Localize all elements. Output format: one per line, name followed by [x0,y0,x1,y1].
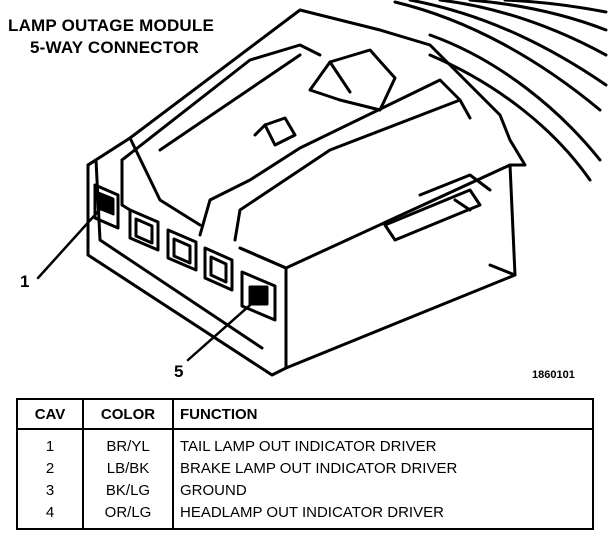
cavity-4 [203,246,234,292]
header-cav: CAV [17,399,84,430]
cavity-3 [166,228,198,272]
header-color: COLOR [83,399,174,430]
table-row: 1 BR/YL TAIL LAMP OUT INDICATOR DRIVER [17,429,593,458]
cell-function: GROUND [180,482,247,499]
diagram-subtitle: 5-WAY CONNECTOR [30,38,199,57]
cell-color: OR/LG [83,502,174,529]
table-header-row: CAV COLOR FUNCTION [17,399,593,430]
cell-function: TAIL LAMP OUT INDICATOR DRIVER [180,438,437,455]
connector-body [86,8,527,377]
cell-function: BRAKE LAMP OUT INDICATOR DRIVER [180,460,458,477]
cavity-2 [128,208,160,252]
table-row: 2 LB/BK BRAKE LAMP OUT INDICATOR DRIVER [17,458,593,480]
table-row: 4 OR/LG HEADLAMP OUT INDICATOR DRIVER [17,502,593,529]
figure-code: 1860101 [532,369,575,381]
cell-function: HEADLAMP OUT INDICATOR DRIVER [180,504,444,521]
wire-bundle [393,0,608,182]
pin-callout-5: 5 [174,362,184,381]
leader-line-5 [186,296,260,362]
cell-cav: 3 [17,480,84,502]
leader-line-1 [36,204,105,280]
cell-cav: 1 [17,429,84,458]
table-row: 3 BK/LG GROUND [17,480,593,502]
cell-cav: 4 [17,502,84,529]
pinout-table: CAV COLOR FUNCTION 1 BR/YL TAIL LAMP OUT… [16,398,594,530]
cell-cav: 2 [17,458,84,480]
cell-color: BK/LG [83,480,174,502]
pin-callout-1: 1 [20,272,30,291]
cell-color: BR/YL [83,429,174,458]
connector-drawing [36,0,608,377]
diagram-title: LAMP OUTAGE MODULE [8,16,215,35]
cavity-1 [93,183,120,230]
header-function: FUNCTION [173,399,593,430]
cell-color: LB/BK [83,458,174,480]
cavity-5 [240,270,277,322]
